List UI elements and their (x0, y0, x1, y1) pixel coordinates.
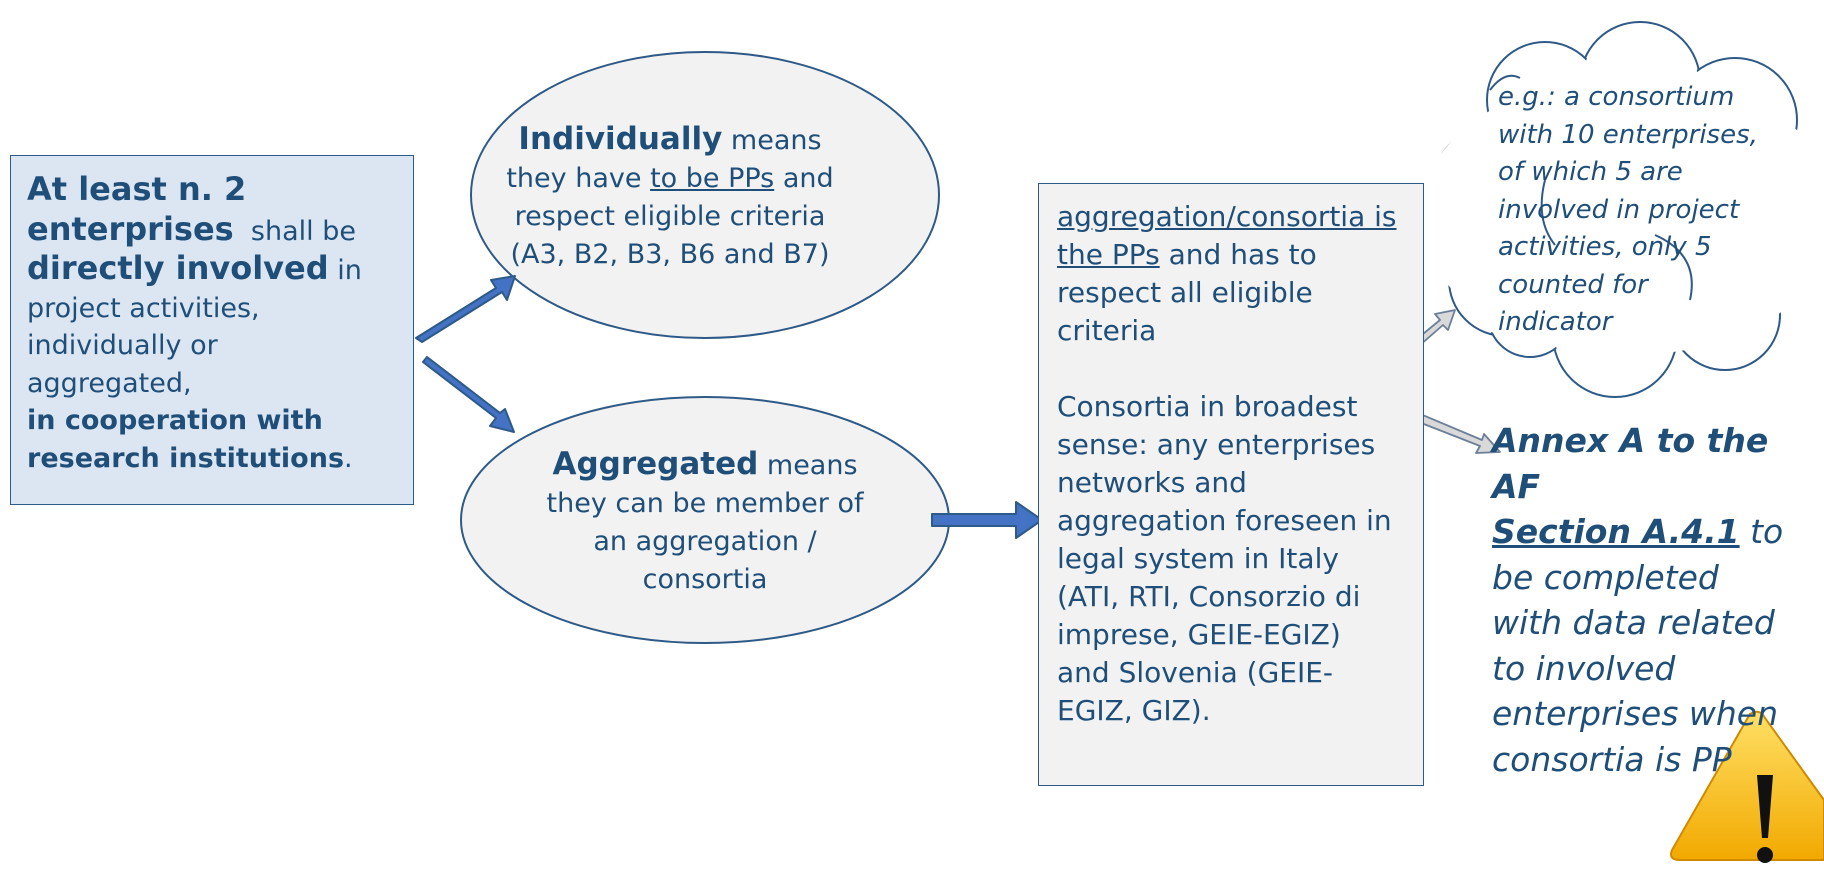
middle-box-line-9: legal system in Italy (1057, 542, 1339, 575)
annex-section-ref: Section A.4.1 (1492, 512, 1740, 551)
individually-line-4: (A3, B2, B3, B6 and B7) (510, 239, 830, 270)
cloud-callout (1420, 21, 1824, 398)
middle-box-line-5: Consortia in broadest (1057, 390, 1358, 423)
middle-box-line-8: aggregation foreseen in (1057, 504, 1392, 537)
annex-line-5: to involved (1492, 648, 1676, 688)
individually-bold: Individually (518, 121, 723, 157)
middle-box-line-4: criteria (1057, 314, 1157, 347)
arrow-to-individually (415, 275, 516, 343)
individually-line-2-post: and (782, 163, 834, 194)
middle-box-consortia: aggregation/consortia is the PPs and has… (1038, 183, 1424, 786)
warning-icon (1670, 710, 1824, 863)
individually-means: means (730, 125, 822, 156)
annex-line-3: be completed (1492, 557, 1719, 597)
left-box-line-4: project activities, (27, 292, 260, 324)
annex-line-2-rest: to (1750, 512, 1784, 551)
left-box-shall-be: shall be (250, 215, 356, 247)
individually-line-2-pre: they have (506, 163, 642, 194)
aggregated-line-3: an aggregation / (593, 526, 817, 557)
middle-box-line-13: EGIZ, GIZ). (1057, 694, 1211, 727)
middle-box-line-1: aggregation/consortia is (1057, 200, 1397, 233)
cloud-line-2: with 10 enterprises, (1498, 119, 1758, 150)
ellipse-aggregated-text: Aggregated means they can be member of a… (520, 445, 890, 599)
annex-line-6: enterprises when (1492, 694, 1779, 733)
cloud-line-1: e.g.: a consortium (1498, 82, 1735, 112)
middle-box-line-7: networks and (1057, 466, 1247, 499)
annex-line-1: Annex A to the AF (1492, 421, 1769, 506)
ellipse-individually (470, 51, 940, 339)
left-box-directly-involved: directly involved (27, 249, 329, 287)
left-box-line-7: in cooperation with (27, 405, 323, 436)
ellipse-individually-text: Individually means they have to be PPs a… (500, 120, 840, 274)
left-box-in: in (337, 255, 362, 286)
cloud-line-4: involved in project (1498, 194, 1740, 225)
middle-box-line-2-rest: and has to (1168, 238, 1317, 271)
left-box-line-6: aggregated, (27, 367, 192, 399)
aggregated-bold: Aggregated (552, 446, 759, 482)
left-box-line-5: individually or (27, 330, 218, 361)
aggregated-line-4: consortia (642, 564, 768, 595)
annex-note: Annex A to the AF Section A.4.1 to be co… (1492, 418, 1822, 782)
individually-to-be-pps: to be PPs (650, 163, 775, 194)
arrow-to-aggregated (422, 356, 515, 433)
left-box-line-1: At least n. 2 (27, 170, 247, 208)
cloud-line-6: counted for (1498, 269, 1648, 300)
left-box-enterprises: At least n. 2 enterprises shall be direc… (10, 155, 414, 505)
left-box-enterprises-bold: enterprises (27, 209, 234, 248)
middle-box-line-6: sense: any enterprises (1057, 428, 1376, 461)
cloud-line-3: of which 5 are (1498, 157, 1683, 187)
middle-box-line-10: (ATI, RTI, Consorzio di (1057, 580, 1361, 613)
middle-box-the-pps: the PPs (1057, 238, 1160, 271)
aggregated-means: means (766, 450, 858, 481)
middle-box-line-12: and Slovenia (GEIE- (1057, 656, 1334, 689)
left-box-line-8-end: . (344, 442, 353, 474)
middle-box-line-11: imprese, GEIE-EGIZ) (1057, 618, 1341, 651)
arrow-to-middle-box (931, 501, 1043, 539)
annex-line-7: consortia is PP (1492, 739, 1732, 779)
cloud-line-7: indicator (1498, 307, 1613, 337)
annex-line-4: with data related (1492, 603, 1775, 642)
individually-line-3: respect eligible criteria (514, 201, 826, 232)
cloud-line-5: activities, only 5 (1498, 232, 1712, 262)
aggregated-line-2: they can be member of (546, 488, 864, 519)
middle-box-line-3: respect all eligible (1057, 276, 1313, 309)
left-box-line-8: research institutions (27, 442, 345, 474)
cloud-callout-text: e.g.: a consortium with 10 enterprises, … (1498, 79, 1798, 342)
